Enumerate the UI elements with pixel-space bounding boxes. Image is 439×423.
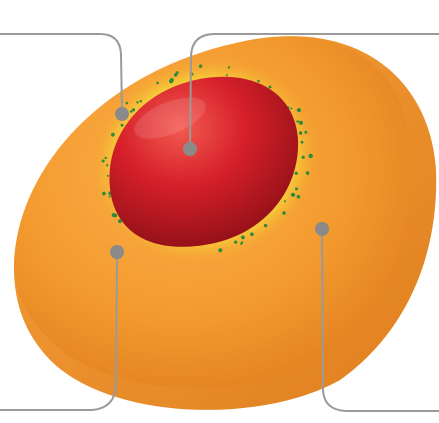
- green-speckle: [226, 74, 228, 76]
- green-speckle: [111, 133, 115, 137]
- callout-bottom-left-dot: [110, 245, 124, 259]
- green-speckle: [112, 213, 116, 217]
- green-speckle: [302, 156, 305, 159]
- green-speckle: [102, 160, 105, 163]
- green-speckle: [304, 131, 307, 134]
- green-speckle: [295, 173, 297, 175]
- green-speckle: [130, 110, 133, 113]
- green-speckle: [176, 71, 179, 74]
- green-speckle: [296, 120, 299, 123]
- green-speckle: [156, 82, 159, 85]
- green-speckle: [109, 196, 111, 198]
- green-speckle: [170, 78, 174, 82]
- green-speckle: [290, 108, 292, 110]
- green-speckle: [297, 195, 301, 199]
- green-speckle: [299, 131, 302, 134]
- green-speckle: [107, 175, 109, 177]
- green-speckle: [300, 122, 302, 124]
- green-speckle: [121, 124, 124, 127]
- green-speckle: [250, 232, 254, 236]
- green-speckle: [269, 86, 272, 89]
- green-speckle: [132, 108, 135, 111]
- green-speckle: [264, 224, 267, 227]
- green-speckle: [295, 187, 298, 190]
- callout-top-left-dot: [115, 107, 129, 121]
- green-speckle: [126, 102, 129, 105]
- callout-top-right-dot: [183, 142, 197, 156]
- green-speckle: [199, 65, 202, 68]
- green-speckle: [102, 192, 106, 196]
- green-speckle: [241, 236, 245, 240]
- green-speckle: [234, 241, 237, 244]
- green-speckle: [284, 200, 286, 202]
- green-speckle: [309, 154, 313, 158]
- green-speckle: [307, 172, 310, 175]
- green-speckle: [240, 243, 242, 245]
- green-speckle: [140, 100, 142, 102]
- green-speckle: [218, 248, 222, 252]
- green-speckle: [297, 108, 301, 112]
- green-speckle: [105, 157, 107, 159]
- green-speckle: [291, 193, 295, 197]
- green-speckle: [282, 211, 286, 215]
- green-speckle: [228, 66, 230, 68]
- green-speckle: [257, 80, 260, 83]
- callout-bottom-right-dot: [315, 222, 329, 236]
- callout-top-left-line: [0, 34, 122, 114]
- green-speckle: [136, 101, 138, 103]
- green-speckle: [106, 164, 108, 166]
- green-speckle: [301, 141, 304, 144]
